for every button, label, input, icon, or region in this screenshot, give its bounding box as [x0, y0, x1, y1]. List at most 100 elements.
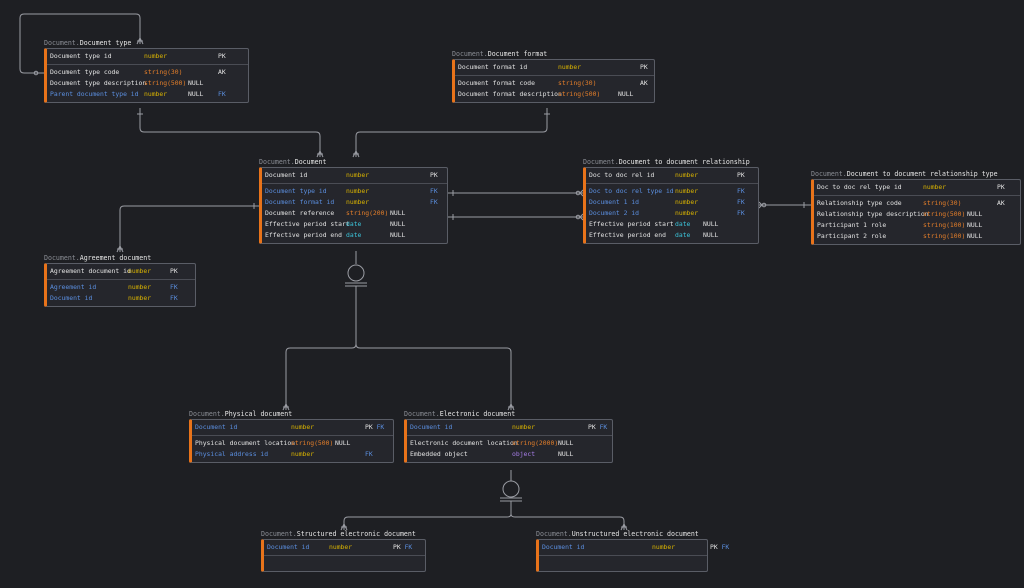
attribute-null — [188, 51, 218, 62]
attribute-name: Document format code — [458, 79, 535, 87]
entity-name: Physical document — [224, 410, 293, 418]
attribute-null: NULL — [390, 231, 406, 239]
entity-title: Document.Agreement document — [44, 253, 196, 263]
attribute-type: number — [923, 183, 947, 191]
entity-namespace: Document. — [189, 410, 225, 418]
crowfoot-marker — [316, 149, 324, 158]
attribute-name: Doc to doc rel id — [589, 171, 655, 179]
attribute-name: Document format id — [265, 198, 335, 206]
subtype-circle — [347, 264, 365, 282]
key-marker: PK FK — [588, 423, 608, 431]
crowfoot-marker — [352, 149, 360, 158]
attribute-null — [390, 197, 430, 208]
crowfoot-marker — [507, 402, 515, 411]
attribute-type: number — [346, 198, 370, 206]
attribute-type: string(200) — [346, 209, 389, 217]
attribute-type: number — [346, 171, 370, 179]
entity-title: Document.Structured electronic document — [261, 529, 426, 539]
attribute-name: Document type code — [50, 68, 120, 76]
attribute-name: Doc to doc rel type id — [589, 187, 674, 195]
crowfoot-marker — [340, 522, 348, 531]
attribute-type: string(100) — [923, 232, 966, 240]
attribute-null: NULL — [558, 450, 574, 458]
entity-unstructured-electronic-document[interactable]: Document.Unstructured electronic documen… — [536, 529, 729, 572]
attribute-type: date — [346, 220, 362, 228]
attribute-null: NULL — [967, 221, 983, 229]
attribute-name: Effective period end — [589, 231, 666, 239]
attribute-name: Document format id — [458, 63, 528, 71]
key-marker — [737, 219, 761, 230]
key-marker — [430, 208, 454, 219]
crowfoot-marker — [116, 244, 124, 253]
attribute-name: Electronic document location — [410, 439, 518, 447]
attribute-null: NULL — [967, 232, 983, 240]
attribute-type: string(2000) — [512, 439, 559, 447]
attribute-name: Effective period start — [265, 220, 350, 228]
entity-namespace: Document. — [452, 50, 488, 58]
attribute-null: NULL — [703, 231, 719, 239]
attribute-type: number — [291, 450, 315, 458]
key-marker: PK — [170, 267, 178, 275]
attribute-name: Effective period start — [589, 220, 674, 228]
key-marker — [588, 438, 606, 449]
key-marker — [365, 438, 383, 449]
attribute-type: number — [128, 283, 152, 291]
key-marker — [997, 231, 1023, 242]
entity-namespace: Document. — [583, 158, 619, 166]
entity-doc-to-doc-relationship-type[interactable]: Document.Document to document relationsh… — [811, 169, 1021, 245]
attribute-null — [703, 197, 737, 208]
attribute-null: NULL — [558, 439, 574, 447]
entity-doc-to-doc-relationship[interactable]: Document.Document to document relationsh… — [583, 157, 759, 244]
